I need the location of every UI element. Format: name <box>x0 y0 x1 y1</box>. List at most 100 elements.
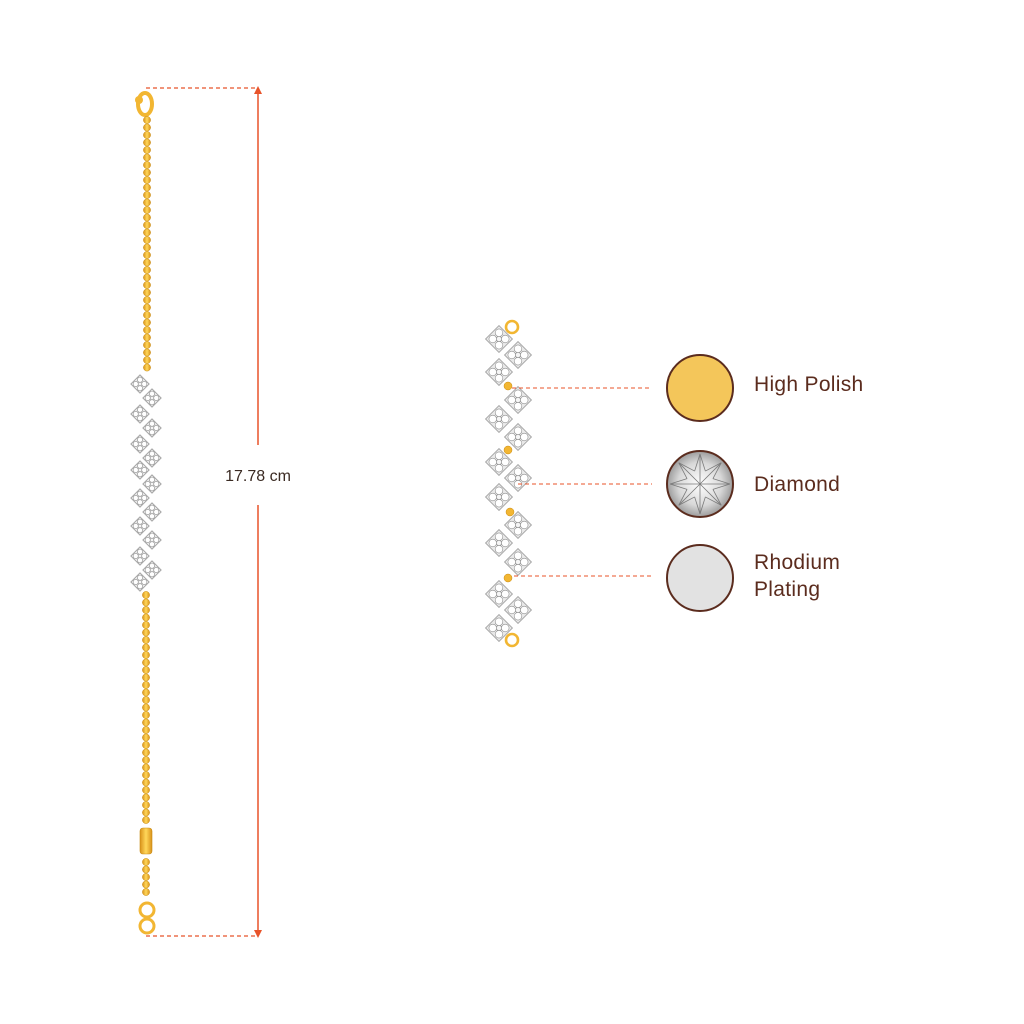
diamond-tile <box>130 572 150 592</box>
chain-bead <box>143 303 151 312</box>
material-swatches <box>666 354 734 612</box>
chain-bead <box>142 778 150 787</box>
chain-bead <box>143 258 151 267</box>
diamond-tile <box>503 595 533 625</box>
detail-link <box>503 573 513 583</box>
chain-bead <box>143 153 151 162</box>
diamond-tile <box>142 474 162 494</box>
chain-bead <box>143 356 151 364</box>
diamond-tile <box>484 613 514 643</box>
chain-bead <box>142 643 150 652</box>
chain-bead <box>143 116 151 124</box>
diamond-tile <box>503 510 533 540</box>
length-label: 17.78 cm <box>210 467 306 487</box>
chain-bead <box>143 221 151 229</box>
chain-bead <box>143 183 151 192</box>
chain-bead <box>142 801 150 809</box>
chain-bead <box>143 296 151 304</box>
detail-link <box>503 381 513 391</box>
chain-bead <box>142 606 150 614</box>
chain-bead <box>142 651 150 659</box>
arrow-up-icon <box>254 86 262 94</box>
chain-bead <box>142 658 150 667</box>
diamond-tile <box>130 516 150 536</box>
detail-bottom-ring <box>504 632 520 648</box>
diamond-tile <box>142 502 162 522</box>
chain-bead <box>142 673 150 682</box>
rhodium-swatch <box>666 544 734 612</box>
diamond-tile <box>503 422 533 452</box>
diamond-tile <box>142 388 162 408</box>
chain-bead <box>143 311 151 319</box>
chain-bead <box>142 763 150 772</box>
chain-bead <box>142 748 150 757</box>
chain-bead <box>143 213 151 222</box>
chain-bead <box>143 243 151 252</box>
chain-bead <box>143 161 151 169</box>
diamond-tile <box>484 404 514 434</box>
chain-bead <box>143 326 151 334</box>
detail-top-ring <box>504 319 520 335</box>
chain-bead <box>143 318 151 327</box>
chain-bead <box>142 733 150 742</box>
diamond-tile <box>503 463 533 493</box>
material-label-diamond: Diamond <box>754 473 841 496</box>
diamond-tile <box>484 447 514 477</box>
diamond-tile <box>484 324 514 354</box>
chain-bead <box>142 718 150 727</box>
diamond-tile <box>503 385 533 415</box>
diamond-tile <box>484 579 514 609</box>
end-ring <box>138 917 156 935</box>
diamond-tile <box>484 482 514 512</box>
chain-bead <box>143 236 151 244</box>
chain-bead <box>143 266 151 274</box>
diamond-tile <box>130 546 150 566</box>
diamond-tile <box>130 404 150 424</box>
chain-bead <box>142 628 150 637</box>
chain-bead <box>143 198 151 207</box>
detail-link <box>503 445 513 455</box>
chain-bead <box>142 591 150 599</box>
chain-bead <box>143 228 151 237</box>
diamond-tile <box>142 418 162 438</box>
detail-link <box>505 507 515 517</box>
chain-bead <box>143 168 151 177</box>
chain-bead <box>142 756 150 764</box>
diamond-tile <box>130 488 150 508</box>
chain-bead <box>142 880 150 889</box>
diamond-tile <box>484 357 514 387</box>
chain-bead <box>142 786 150 794</box>
diamond-tile <box>142 560 162 580</box>
chain-bead <box>142 613 150 622</box>
chain-bead <box>143 288 151 297</box>
diamond-tile <box>142 448 162 468</box>
chain-bead <box>142 598 150 607</box>
chain-bead <box>143 138 151 147</box>
chain-bead <box>142 696 150 704</box>
chain-bead <box>142 793 150 802</box>
chain-bead <box>143 341 151 349</box>
chain-bead <box>142 688 150 697</box>
arrow-down-icon <box>254 930 262 938</box>
diamond-tile <box>130 460 150 480</box>
lobster-clasp-icon <box>136 91 154 117</box>
brand-tag <box>139 827 153 855</box>
chain-bead <box>142 703 150 712</box>
full-bracelet-image <box>130 91 162 935</box>
chain-bead <box>143 191 151 199</box>
chain-bead <box>143 146 151 154</box>
chain-bead <box>142 711 150 719</box>
material-label-high-polish: High Polish <box>754 373 864 396</box>
chain-bead <box>142 888 150 896</box>
chain-bead <box>143 206 151 214</box>
chain-bead <box>143 363 151 372</box>
chain-bead <box>142 681 150 689</box>
chain-bead <box>143 176 151 184</box>
gold-swatch <box>666 354 734 422</box>
chain-bead <box>142 636 150 644</box>
chain-bead <box>142 771 150 779</box>
chain-bead <box>142 865 150 874</box>
chain-bead <box>142 741 150 749</box>
chain-bead <box>143 281 151 289</box>
